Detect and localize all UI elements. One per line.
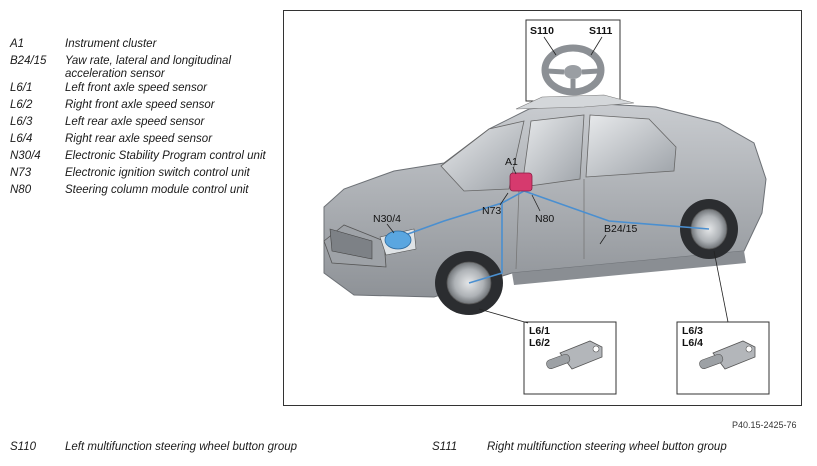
legend-row-l6-2: L6/2 Right front axle speed sensor — [10, 99, 275, 114]
label-a1: A1 — [505, 156, 518, 168]
legend-desc: Yaw rate, lateral and longitudinal accel… — [65, 55, 232, 80]
figure-reference: P40.15-2425-76 — [732, 420, 797, 430]
legend-desc: Instrument cluster — [65, 38, 157, 50]
legend-code: L6/3 — [10, 116, 33, 128]
vehicle-diagram-frame: S110 S111 — [283, 10, 802, 406]
legend-code: S110 — [10, 441, 37, 453]
legend-code: B24/15 — [10, 55, 47, 67]
label-l6-1: L6/1 — [529, 325, 550, 337]
steering-wheel-icon — [541, 44, 605, 96]
legend-desc: Electronic Stability Program control uni… — [65, 150, 266, 162]
legend-row-n73: N73 Electronic ignition switch control un… — [10, 167, 275, 182]
label-b24-15: B24/15 — [604, 223, 637, 235]
label-l6-2: L6/2 — [529, 337, 550, 349]
legend-row-b24-15: B24/15 Yaw rate, lateral and longitudinal… — [10, 55, 275, 80]
car-illustration — [323, 94, 767, 298]
front-sensor-inset — [523, 321, 617, 395]
label-n80: N80 — [535, 213, 554, 225]
component-legend: A1 Instrument cluster B24/15 Yaw rate, lat… — [10, 38, 275, 201]
instrument-cluster-a1 — [509, 172, 533, 192]
legend-desc: Steering column module control unit — [65, 184, 249, 196]
legend-code: N30/4 — [10, 150, 41, 162]
legend-desc: Electronic ignition switch control unit — [65, 167, 250, 179]
legend-code: N73 — [10, 167, 32, 179]
legend-desc: Left rear axle speed sensor — [65, 116, 205, 128]
legend-code: L6/1 — [10, 82, 33, 94]
legend-code: A1 — [10, 38, 25, 50]
speed-sensor-icon — [699, 340, 756, 370]
legend-row-n30-4: N30/4 Electronic Stability Program contro… — [10, 150, 275, 165]
legend-desc: Right rear axle speed sensor — [65, 133, 213, 145]
legend-row-l6-1: L6/1 Left front axle speed sensor — [10, 82, 275, 97]
label-s110: S110 — [530, 25, 554, 37]
legend-code: L6/2 — [10, 99, 33, 111]
legend-code: N80 — [10, 184, 32, 196]
legend-desc: Right front axle speed sensor — [65, 99, 215, 111]
esp-control-unit-n30-4 — [384, 230, 412, 250]
legend-row-l6-4: L6/4 Right rear axle speed sensor — [10, 133, 275, 148]
legend-code: S111 — [432, 441, 458, 453]
legend-desc: Right multifunction steering wheel butto… — [487, 441, 727, 453]
legend-row-a1: A1 Instrument cluster — [10, 38, 275, 53]
legend-desc: Left multifunction steering wheel button… — [65, 441, 298, 453]
legend-row-l6-3: L6/3 Left rear axle speed sensor — [10, 116, 275, 131]
label-n73: N73 — [482, 205, 501, 217]
legend-row-n80: N80 Steering column module control unit — [10, 184, 275, 199]
legend-code: L6/4 — [10, 133, 33, 145]
label-s111: S111 — [589, 25, 613, 37]
label-n30-4: N30/4 — [373, 213, 401, 225]
label-l6-4: L6/4 — [682, 337, 703, 349]
legend-desc: Left front axle speed sensor — [65, 82, 207, 94]
vehicle-diagram: S110 S111 — [323, 19, 770, 395]
speed-sensor-icon — [546, 340, 603, 370]
label-l6-3: L6/3 — [682, 325, 703, 337]
